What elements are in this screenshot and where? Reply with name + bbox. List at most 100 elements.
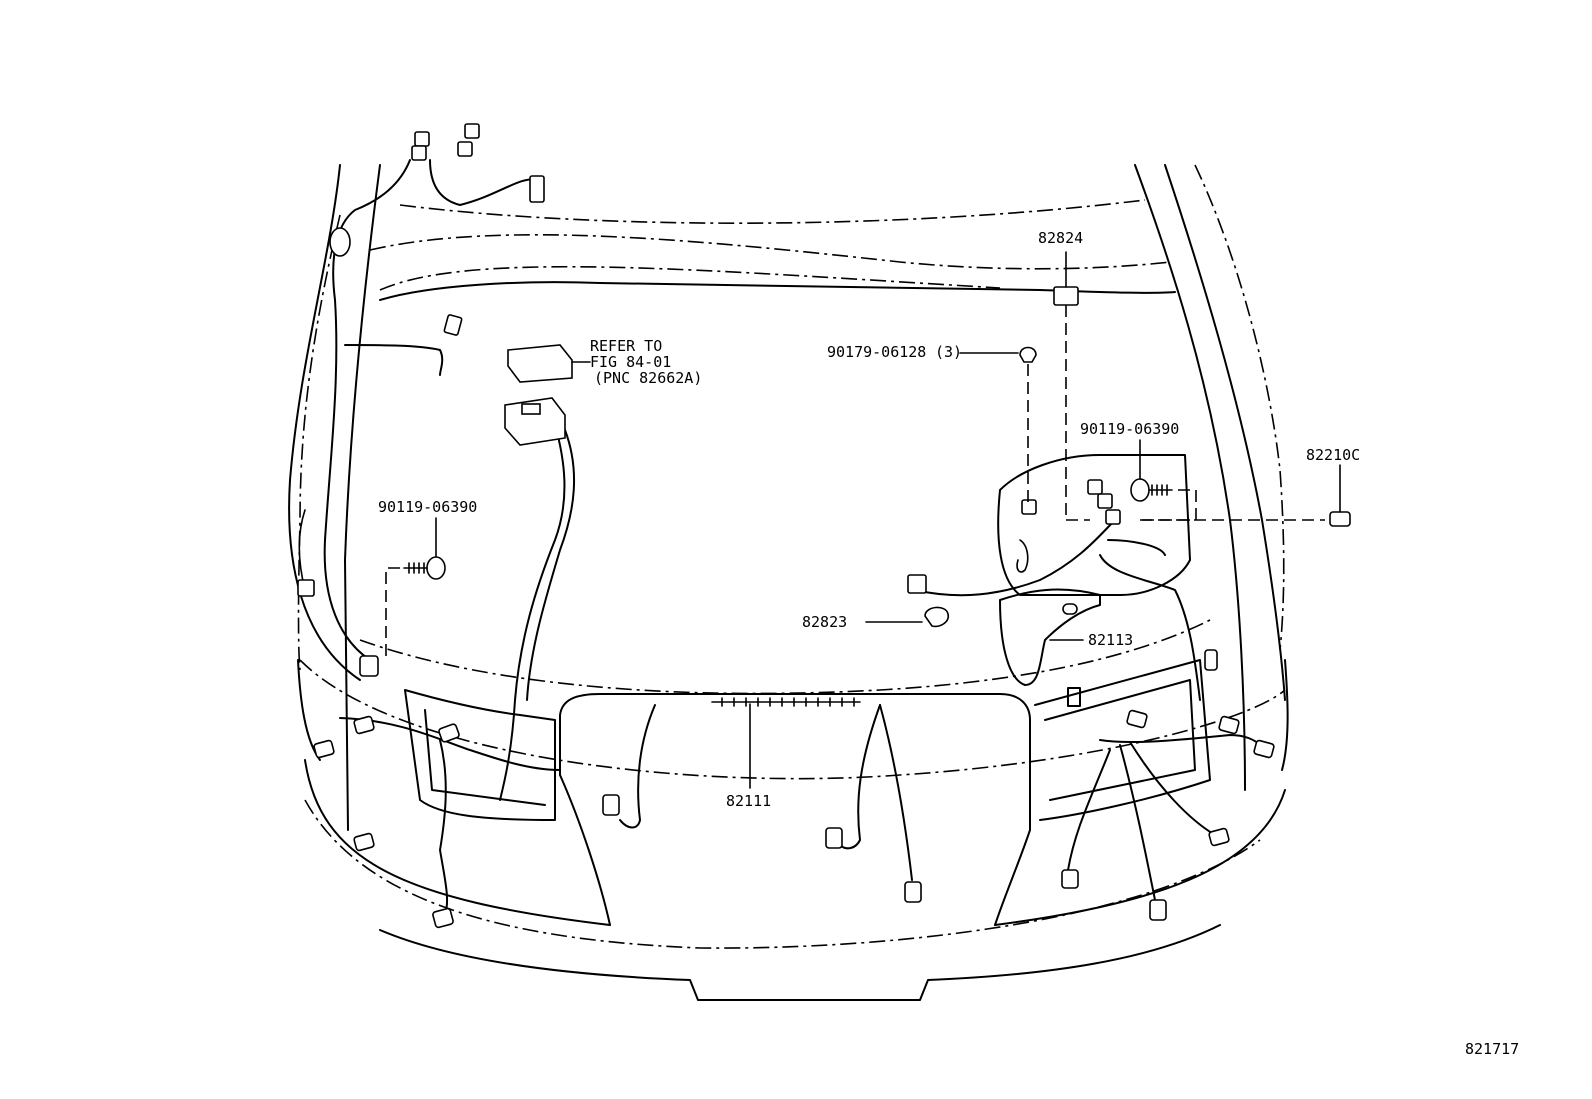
- right-headlight-inner: [1044, 679, 1196, 801]
- callout-90119-06390-left: 90119-06390: [378, 498, 477, 516]
- connector-icon: [825, 827, 843, 849]
- hood-front-dash: [359, 619, 1211, 695]
- cowl-line: [399, 199, 1146, 224]
- figure-number: 821717: [1465, 1040, 1519, 1058]
- connector-icon: [353, 715, 375, 735]
- bolt-90119-left-icon: [426, 556, 446, 580]
- connector-icon: [1126, 709, 1148, 729]
- parts: [385, 251, 1351, 789]
- ecu-cover: [999, 588, 1101, 686]
- connector-icon: [1253, 739, 1275, 759]
- connector-icon: [432, 907, 454, 929]
- connector-icon: [1097, 493, 1113, 509]
- firewall-line: [369, 234, 1171, 270]
- refer-to-line2: FIG 84-01: [590, 353, 671, 371]
- leader-90119-left-dash: [385, 567, 400, 658]
- connector-icon: [353, 832, 375, 852]
- battery-cable: [499, 424, 566, 801]
- callout-82823: 82823: [802, 613, 847, 631]
- windshield-base: [379, 281, 1176, 301]
- grille-opening-right-stem: [994, 829, 1031, 926]
- bumper-top-right: [1281, 659, 1289, 771]
- right-headlight-box: [1034, 659, 1211, 821]
- labels: 82824 90179-06128 (3) 90119-06390 82210C…: [378, 229, 1519, 1058]
- front-connector-strip: [711, 697, 861, 707]
- left-harness-wire: [298, 509, 306, 591]
- left-pillar-inner: [344, 164, 381, 831]
- front-harness-right-drop: [879, 704, 913, 881]
- connector-icon: [602, 794, 620, 816]
- front-harness-center: [839, 704, 881, 850]
- right-fender-dash: [1194, 164, 1285, 651]
- bumper-lower-outer-right: [994, 789, 1286, 926]
- bumper-lower-dash: [304, 799, 1261, 949]
- connector-icon: [1087, 479, 1103, 495]
- sensor-82210c-icon: [1329, 511, 1351, 527]
- grommet-icon: [329, 227, 351, 257]
- connector-icon: [904, 881, 922, 903]
- connector-icon: [1218, 715, 1240, 735]
- body-outline: [288, 164, 1289, 1001]
- relay-bracket-ring: [1016, 539, 1029, 573]
- callout-90179-qty: (3): [935, 343, 962, 361]
- connector-icon: [1062, 603, 1078, 615]
- callout-82210c: 82210C: [1306, 446, 1360, 464]
- connectors: [297, 123, 1275, 929]
- right-front-harness: [1099, 734, 1261, 746]
- right-front-harness-drop-2: [1067, 749, 1111, 871]
- callout-90179-06128: 90179-06128: [827, 343, 926, 361]
- relay-82824-icon: [1053, 286, 1079, 306]
- callout-82113: 82113: [1088, 631, 1133, 649]
- connector-icon: [313, 739, 335, 759]
- right-bay-harness-3: [1107, 539, 1166, 556]
- connector-icon: [359, 655, 379, 677]
- connector-icon: [1105, 509, 1121, 525]
- connector-icon: [907, 574, 927, 594]
- connector-icon: [1204, 649, 1218, 671]
- right-bay-harness-2: [1099, 554, 1201, 701]
- harness-wires: [298, 159, 1261, 916]
- left-headlight-box: [404, 689, 556, 821]
- hood-latch: [1067, 687, 1081, 707]
- callout-90119-06390-right: 90119-06390: [1080, 420, 1179, 438]
- front-harness-left-drop: [439, 739, 449, 916]
- bolt-90119-right-shank: [1148, 484, 1173, 496]
- relay-box-82662a-icon: [507, 344, 573, 383]
- connector-icon: [438, 723, 460, 743]
- connector-icon: [457, 141, 473, 157]
- bumper-lower-outer: [304, 759, 611, 926]
- connector-icon: [1021, 499, 1037, 515]
- lower-valance: [379, 924, 1221, 1001]
- refer-to-line1: REFER TO: [590, 337, 662, 355]
- left-fender-dash: [297, 214, 341, 671]
- right-front-harness-drop-3: [1129, 741, 1216, 836]
- callout-82824: 82824: [1038, 229, 1083, 247]
- connector-icon: [411, 145, 427, 161]
- bolt-90119-left-shank: [403, 562, 428, 574]
- battery-cable-2: [526, 429, 576, 701]
- firewall-lower: [379, 265, 1001, 291]
- relay-box-terminal: [521, 403, 541, 415]
- left-pillar-outer: [288, 164, 361, 681]
- relay-bracket: [997, 454, 1191, 596]
- relay-box-base-icon: [504, 397, 566, 446]
- ground-82823-icon: [924, 606, 950, 628]
- left-headlight-inner: [424, 709, 546, 806]
- connector-icon: [464, 123, 480, 139]
- connector-icon: [443, 314, 463, 336]
- connector-icon: [1208, 827, 1230, 847]
- bolt-90119-right-icon: [1130, 478, 1150, 502]
- connector-icon: [297, 579, 315, 597]
- callout-82111: 82111: [726, 792, 771, 810]
- left-harness-branch: [344, 344, 444, 376]
- clip-90179-icon: [1019, 346, 1037, 363]
- left-harness-2: [429, 159, 541, 206]
- connector-icon: [414, 131, 430, 147]
- refer-to-line3: (PNC 82662A): [594, 369, 702, 387]
- left-harness: [323, 159, 411, 661]
- right-front-harness-drop: [1119, 744, 1156, 901]
- right-pillar-outer: [1134, 164, 1246, 791]
- connector-icon: [529, 175, 545, 203]
- front-harness: [339, 717, 561, 771]
